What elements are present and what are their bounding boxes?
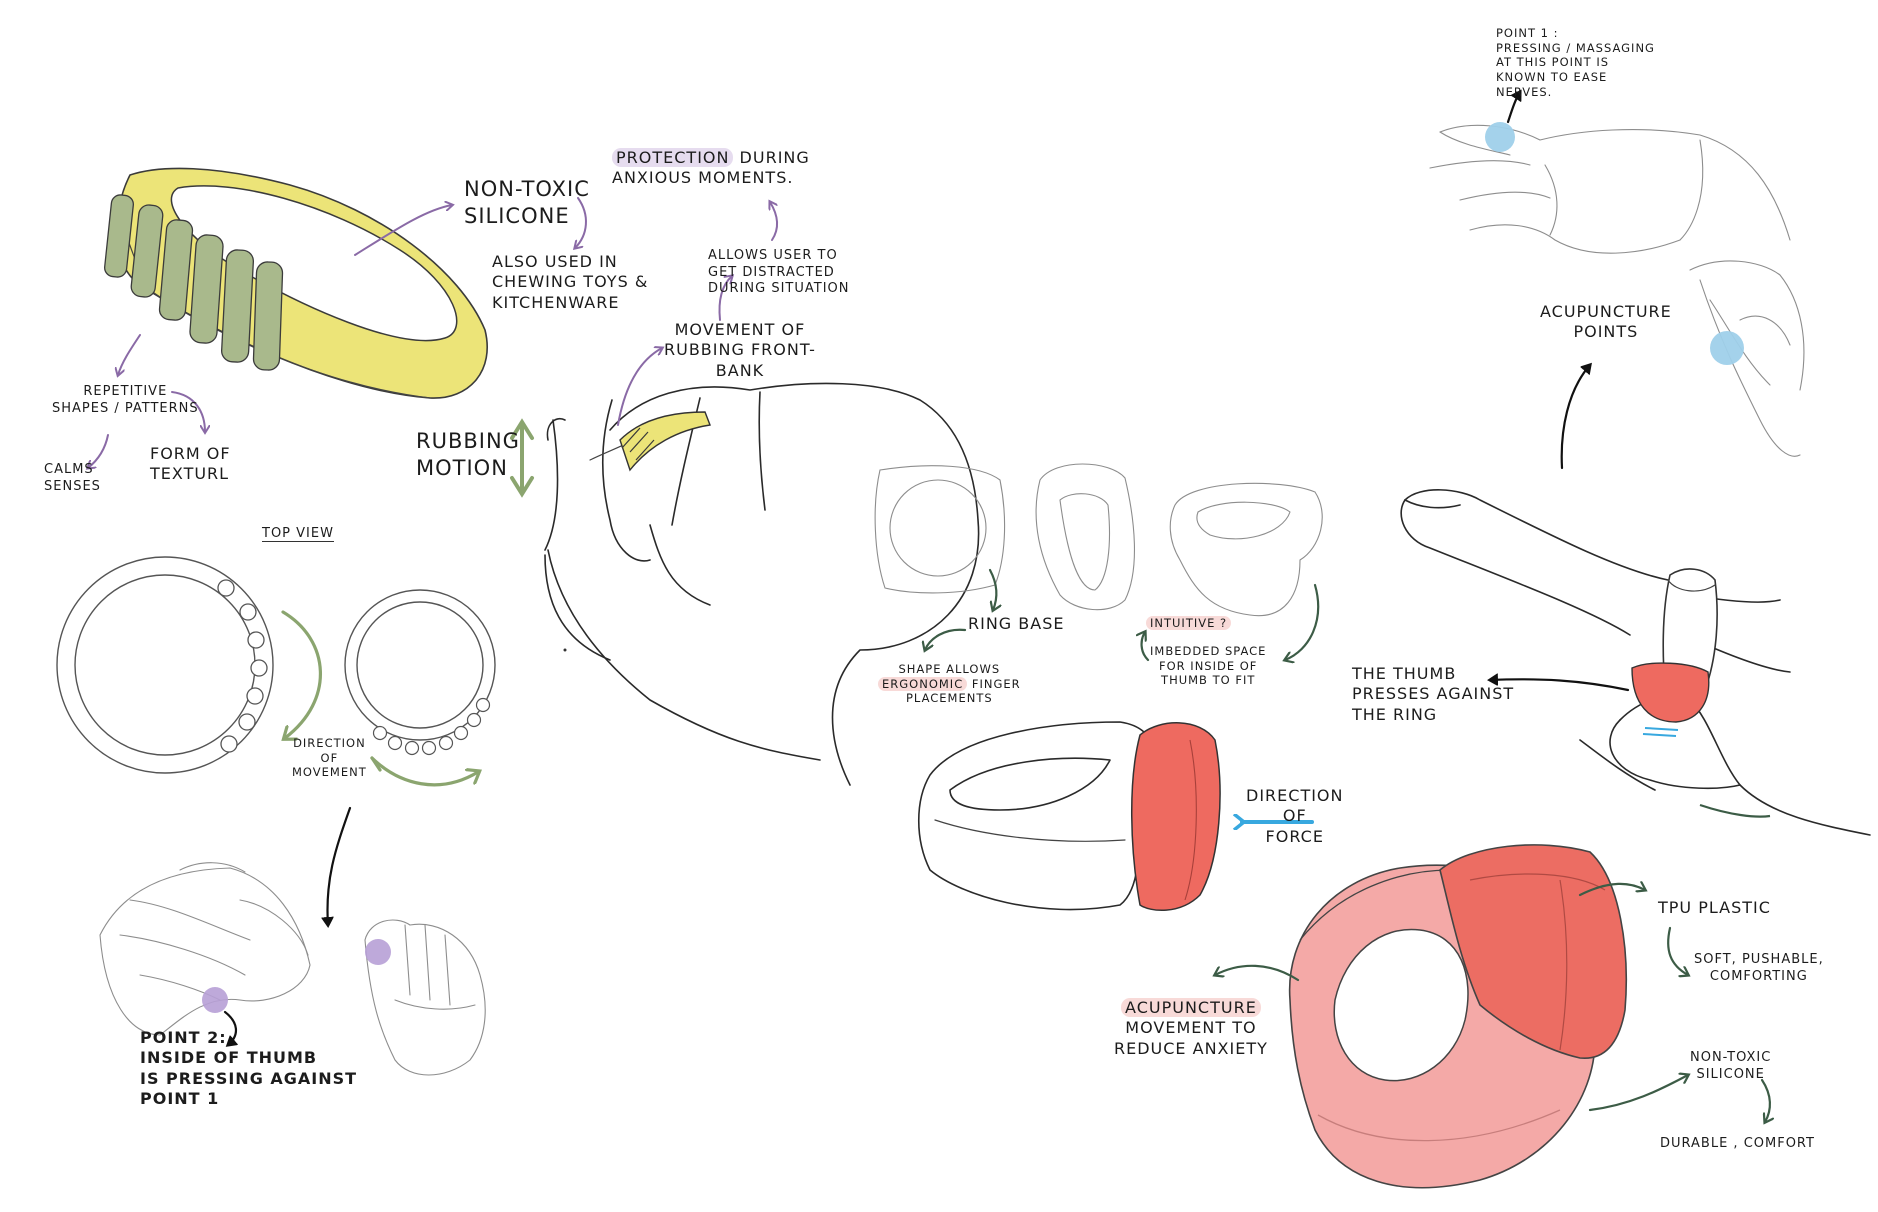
- yellow-band-on-finger: [619, 411, 711, 472]
- note-non-toxic-silicone-top: NON-TOXIC SILICONE: [464, 177, 590, 228]
- arrow-band-to-repetitive: [118, 334, 141, 375]
- ring-base-front: [874, 465, 1006, 594]
- arrow-to-acupuncture-points: [1560, 365, 1590, 470]
- note-imbedded-space: IMBEDDED SPACE FOR INSIDE OF THUMB TO FI…: [1150, 644, 1267, 688]
- note-durable-comfort: DURABLE , COMFORT: [1660, 1136, 1815, 1151]
- note-also-used: ALSO USED IN CHEWING TOYS & KITCHENWARE: [492, 252, 649, 312]
- top-view-large-ring-outer: [56, 556, 274, 774]
- highlight-intuitive: INTUITIVE ?: [1146, 616, 1232, 630]
- arrow-ring-to-silicone: [1588, 1075, 1688, 1112]
- arrow-ringbase-to-shape: [925, 628, 967, 650]
- top-view-large-ring-inner: [74, 574, 256, 756]
- note-form-of-texture: FORM OF TEXTURL: [150, 444, 231, 484]
- arrow-point1: [1506, 92, 1520, 124]
- note-top-view: TOP VIEW: [262, 526, 334, 543]
- top-view-label: TOP VIEW: [262, 526, 334, 542]
- top-view-beads-small: [372, 697, 491, 756]
- texture-bars: [104, 194, 284, 371]
- note-non-toxic-silicone-bottom: NON-TOXIC SILICONE: [1690, 1050, 1772, 1082]
- note-allows-user: ALLOWS USER TO GET DISTRACTED DURING SIT…: [708, 248, 850, 297]
- ring-red-pad-small: [1631, 662, 1710, 723]
- highlight-protection: PROTECTION: [612, 148, 734, 167]
- highlight-ergonomic: ERGONOMIC: [878, 676, 968, 691]
- note-movement-rubbing: MOVEMENT OF RUBBING FRONT- BANK: [664, 320, 816, 380]
- pink-ring-large: [1288, 844, 1628, 1189]
- arrow-top-view-to-hands: [327, 806, 352, 925]
- red-pad: [1131, 722, 1221, 912]
- arrow-ring-to-tpu: [1578, 884, 1645, 897]
- note-point-2: POINT 2: INSIDE OF THUMB IS PRESSING AGA…: [140, 1028, 358, 1109]
- ring-band-vertical: [1662, 568, 1718, 691]
- arrow-thumb-presses: [1490, 679, 1630, 692]
- hand-sketch-left: [99, 862, 311, 1036]
- top-view-small-ring-inner: [356, 601, 484, 729]
- rubbing-motion-arrow: [510, 418, 534, 498]
- hand-with-band-sketch: [544, 382, 980, 786]
- pink-ring-hole: [1333, 928, 1469, 1082]
- note-thumb-presses: THE THUMB PRESSES AGAINST THE RING: [1352, 664, 1515, 724]
- arrow-repetitive-to-form: [171, 391, 205, 432]
- rotation-arrow-1: [283, 610, 322, 738]
- arrow-band-to-silicone: [354, 205, 452, 256]
- highlight-acupuncture: ACUPUNCTURE: [1121, 998, 1261, 1017]
- arrow-ring-persp-down: [1285, 583, 1320, 660]
- pressure-point-blue-2: [1710, 331, 1744, 365]
- arrow-intuitive: [1142, 632, 1150, 662]
- ring-base-angled: [1035, 463, 1135, 611]
- top-view-beads-large: [217, 579, 268, 753]
- rotation-arrow-2-tail: [370, 756, 382, 772]
- note-protection: PROTECTION DURING ANXIOUS MOMENTS.: [612, 148, 810, 188]
- pressure-point-purple-fist: [365, 939, 391, 965]
- hand-sketch-right: [1429, 124, 1805, 457]
- note-ring-base: RING BASE: [968, 614, 1065, 633]
- arrow-point2: [223, 1010, 236, 1045]
- arrow-rubbing-to-allows: [718, 276, 733, 321]
- arrow-band-to-rubbing: [617, 348, 662, 426]
- arrow-repetitive-to-calms: [88, 434, 109, 468]
- arrow-silicone-to-uses: [575, 197, 587, 248]
- note-direction-of-force: DIRECTION OF FORCE: [1246, 786, 1344, 846]
- note-direction-of-movement: DIRECTION OF MOVEMENT: [292, 736, 367, 780]
- note-acupuncture-movement: ACUPUNCTURE MOVEMENT TO REDUCE ANXIETY: [1114, 998, 1268, 1058]
- pressure-point-blue-1: [1485, 122, 1515, 152]
- note-intuitive: INTUITIVE ?: [1146, 616, 1232, 631]
- note-repetitive-shapes: REPETITIVE SHAPES / PATTERNS: [52, 384, 199, 416]
- top-view-diagram: [56, 556, 496, 787]
- arrow-ring-to-acupuncture: [1215, 964, 1300, 982]
- note-acupuncture-points: ACUPUNCTURE POINTS: [1540, 302, 1672, 342]
- rotation-arrow-2: [370, 756, 478, 787]
- arrow-silicone-to-durable: [1760, 1078, 1770, 1122]
- pink-ring-pad: [1439, 844, 1628, 1060]
- note-point-1: POINT 1 : PRESSING / MASSAGING AT THIS P…: [1496, 26, 1655, 99]
- top-view-small-ring-outer: [344, 589, 496, 741]
- note-rubbing-motion: RUBBING MOTION: [416, 429, 520, 480]
- silicone-band-sketch: [104, 167, 488, 399]
- finger-with-ring-sketch: [1400, 489, 1871, 836]
- pressure-point-purple-left: [202, 987, 228, 1013]
- arrow-ring-front-down: [988, 568, 996, 610]
- note-tpu-plastic: TPU PLASTIC: [1658, 898, 1771, 917]
- ring-with-pad-sketch: [918, 721, 1221, 912]
- arrow-tpu-to-soft: [1667, 926, 1688, 975]
- arrow-allows-to-protection: [770, 202, 778, 241]
- note-soft-pushable: SOFT, PUSHABLE, COMFORTING: [1694, 952, 1824, 984]
- ring-base-perspective: [1169, 482, 1323, 617]
- hand-sketch-fist: [364, 919, 486, 1076]
- note-calms-senses: CALMS SENSES: [44, 462, 101, 494]
